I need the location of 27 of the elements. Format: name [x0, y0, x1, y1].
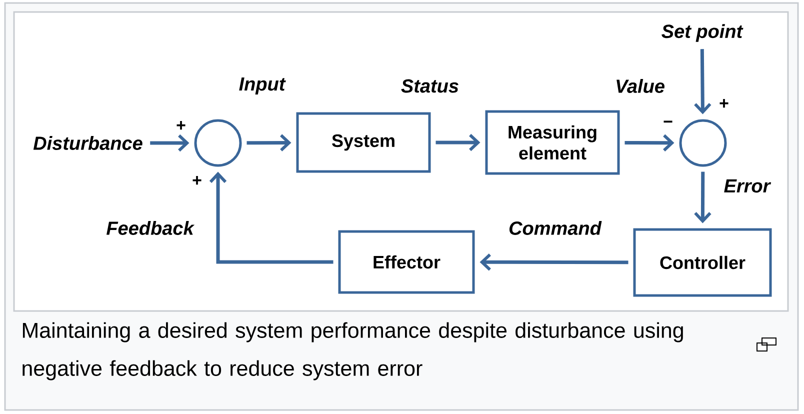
caption: Maintaining a desired system performance despite disturbance using negative feedback to reduce system error: [22, 322, 683, 380]
edge-label: Feedback: [105, 220, 195, 236]
arrow: [246, 134, 292, 152]
edge-label: Command: [508, 220, 602, 236]
summing-circle: [194, 119, 242, 167]
process-box: Effector: [338, 230, 475, 294]
arrow: [209, 172, 334, 264]
process-box: Controller: [633, 228, 772, 297]
signal-label: Set point: [662, 24, 744, 42]
sign-label: +: [176, 121, 186, 130]
edge-label: Error: [722, 178, 772, 194]
edge-label: Value: [614, 78, 666, 94]
sign-label: +: [192, 176, 202, 185]
process-box: System: [296, 112, 431, 173]
edge-label: Status: [400, 78, 460, 94]
arrow: [694, 172, 712, 224]
arrow: [150, 134, 190, 152]
process-box: Measuring element: [485, 110, 620, 175]
summing-circle: [679, 119, 727, 167]
arrow: [624, 134, 674, 152]
sign-label: +: [720, 99, 728, 108]
arrow: [694, 49, 712, 114]
edge-label: Input: [238, 76, 286, 96]
arrow: [480, 254, 628, 271]
sign-label: −: [664, 120, 672, 123]
signal-label: Disturbance: [33, 136, 142, 150]
arrow: [436, 134, 480, 152]
